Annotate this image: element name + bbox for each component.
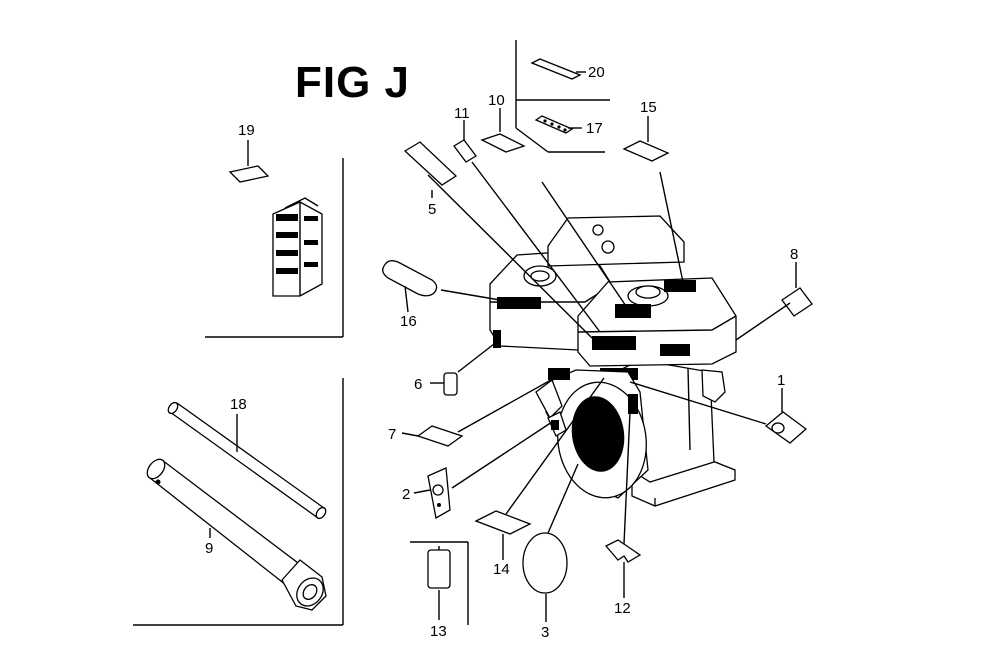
leader-lines [209, 71, 797, 622]
callout-5: 5 [428, 201, 436, 218]
figure-title: FIG J [295, 58, 411, 107]
callout-15: 15 [640, 99, 657, 116]
separator-lines [133, 40, 610, 626]
callout-3: 3 [541, 624, 549, 641]
air-cleaner-part [228, 165, 323, 297]
callout-10: 10 [488, 92, 505, 109]
callout-16: 16 [400, 313, 417, 330]
callout-2: 2 [402, 486, 410, 503]
callout-19: 19 [238, 122, 255, 139]
callout-18: 18 [230, 396, 247, 413]
callout-14: 14 [493, 561, 510, 578]
callout-8: 8 [790, 246, 798, 263]
engine-body [489, 215, 737, 507]
callout-6: 6 [414, 376, 422, 393]
callout-17: 17 [586, 120, 603, 137]
tube-part [146, 458, 327, 611]
callout-9: 9 [205, 540, 213, 557]
callout-11: 11 [454, 105, 470, 122]
callout-20: 20 [588, 64, 605, 81]
callout-12: 12 [614, 600, 631, 617]
callout-7: 7 [388, 426, 396, 443]
decal-parts [382, 58, 813, 594]
callout-1: 1 [777, 372, 785, 389]
rod-part [167, 401, 327, 520]
callout-labels: 20 17 10 11 15 19 5 8 16 6 1 18 7 2 9 14… [205, 64, 798, 641]
callout-13: 13 [430, 623, 447, 640]
